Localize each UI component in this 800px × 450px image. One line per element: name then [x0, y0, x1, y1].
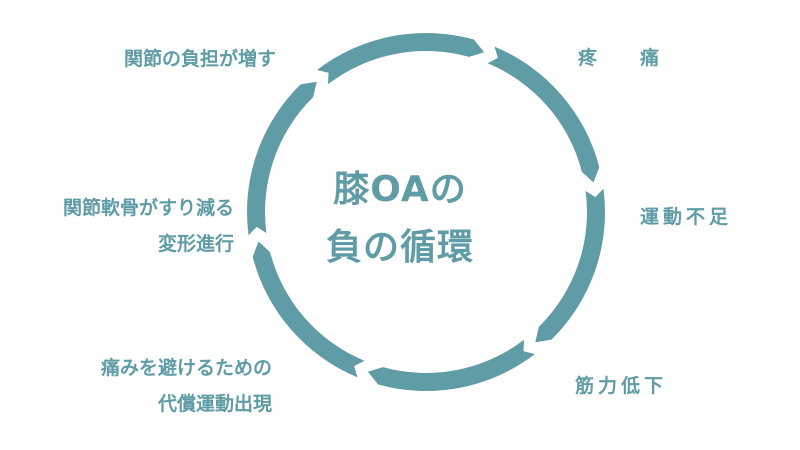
step-compensation-line-1: 痛みを避けるための	[100, 357, 272, 379]
cycle-arrow-segment	[246, 81, 317, 236]
center-title-line-2: 負の循環	[325, 227, 474, 268]
cycle-arrow-segment	[252, 241, 365, 378]
step-cartilage-wear-line-1: 関節軟骨がすり減る	[62, 197, 234, 219]
cycle-arrow-segment	[487, 46, 600, 183]
cycle-arrow-segment	[535, 188, 606, 343]
step-compensation-line-2: 代償運動出現	[157, 393, 272, 415]
cycle-arrow-segment	[317, 32, 485, 85]
step-pain: 疼 痛	[578, 47, 672, 69]
step-lack-of-exercise: 運動不足	[640, 206, 733, 228]
step-muscle-weakness: 筋力低下	[575, 375, 668, 397]
step-cartilage-wear-line-2: 変形進行	[157, 233, 234, 255]
center-title-line-1: 膝OAの	[333, 169, 467, 210]
cycle-arrow-segment	[367, 339, 535, 392]
step-joint-load: 関節の負担が増す	[123, 48, 276, 70]
